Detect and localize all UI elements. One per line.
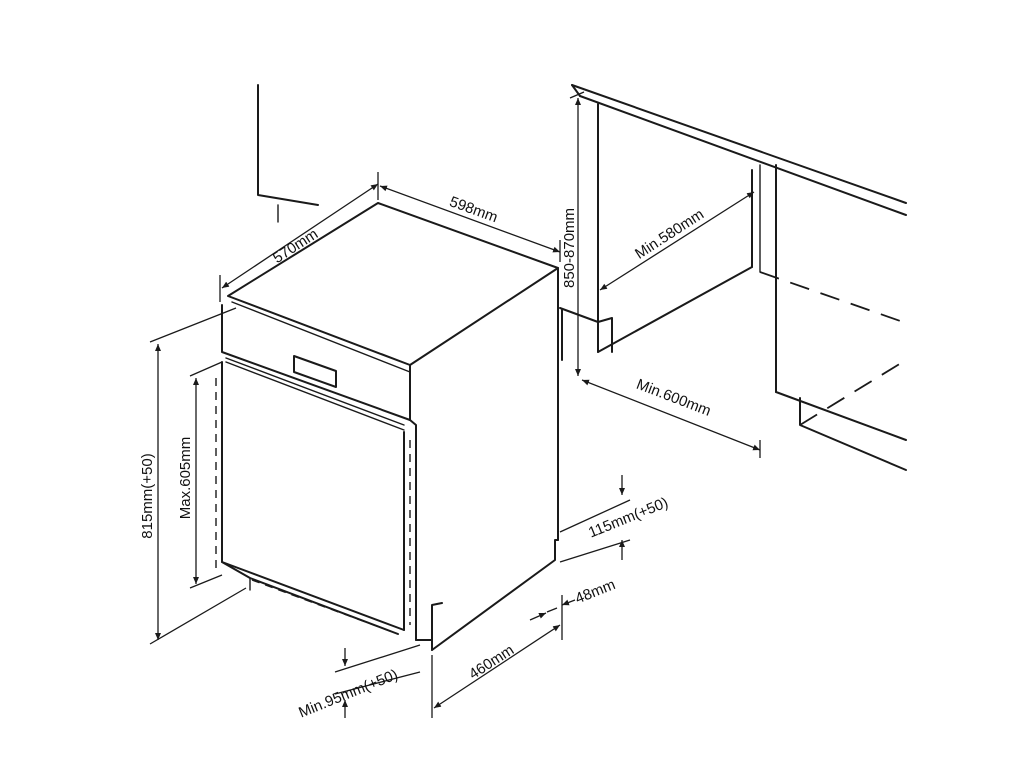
label-door-height: Max.605mm	[177, 437, 194, 520]
dimension-base-depth	[431, 595, 563, 718]
label-base-depth: 460mm	[466, 641, 517, 683]
label-plinth-recess: 48mm	[573, 576, 618, 607]
right-cabinet-outline	[559, 164, 907, 471]
dimension-toe-clearance	[334, 644, 421, 718]
label-niche-depth: Min.580mm	[632, 206, 707, 263]
dimension-niche-width	[581, 379, 761, 458]
label-depth: 570mm	[270, 225, 321, 267]
dimension-door-height	[189, 361, 223, 589]
dimension-plinth-recess	[529, 599, 576, 621]
label-width: 598mm	[447, 193, 500, 226]
dishwasher-body	[215, 202, 559, 651]
label-niche-width: Min.600mm	[634, 376, 713, 420]
dimension-height-815	[149, 307, 247, 645]
dimension-plinth-height	[559, 475, 631, 563]
display-window	[293, 355, 337, 388]
floor-dashed-lines	[759, 271, 907, 426]
dimension-depth-570	[219, 172, 379, 302]
label-cabinet-height: 850-870mm	[561, 208, 578, 288]
label-toe-clearance: Min.95mm(+50)	[296, 666, 400, 721]
dimension-niche-depth	[599, 191, 755, 291]
dimension-width-598	[379, 185, 561, 262]
label-height: 815mm(+50)	[139, 453, 156, 538]
countertop-outline	[571, 84, 907, 216]
left-cabinet-outline	[257, 84, 319, 223]
dimension-cabinet-height	[569, 91, 585, 376]
